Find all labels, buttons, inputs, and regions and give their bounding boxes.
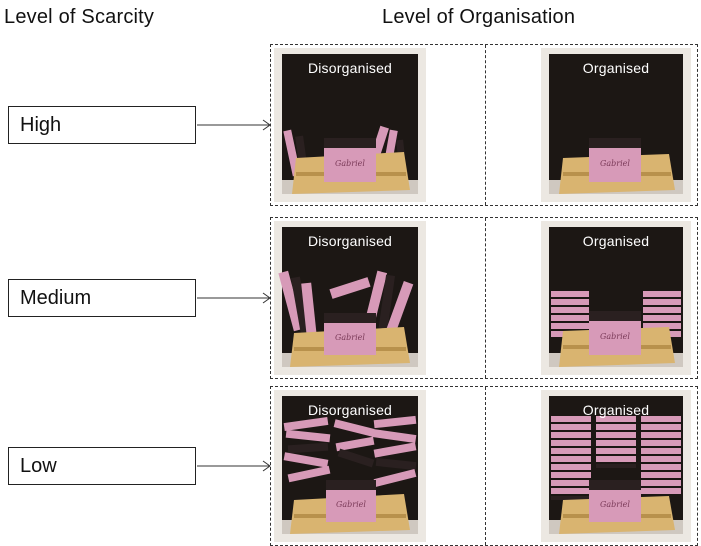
condition-label: Disorganised bbox=[307, 402, 393, 418]
level-box-low: Low bbox=[8, 447, 196, 485]
group-frame-medium bbox=[270, 217, 698, 379]
condition-label: Disorganised bbox=[307, 60, 393, 76]
svg-text:Gabriel: Gabriel bbox=[600, 159, 630, 168]
shelf-photo-high-organised: Gabriel Organised bbox=[541, 48, 691, 202]
svg-text:Gabriel: Gabriel bbox=[335, 159, 365, 168]
condition-label: Organised bbox=[582, 233, 650, 249]
group-divider bbox=[485, 387, 486, 545]
svg-text:Gabriel: Gabriel bbox=[600, 332, 630, 341]
shelf-photo-high-disorganised: Gabriel Disorganised bbox=[274, 48, 426, 202]
condition-label: Organised bbox=[582, 402, 650, 418]
svg-text:Gabriel: Gabriel bbox=[336, 500, 366, 509]
arrow-high bbox=[197, 119, 271, 131]
level-box-medium: Medium bbox=[8, 279, 196, 317]
condition-label: Disorganised bbox=[307, 233, 393, 249]
organisation-header: Level of Organisation bbox=[382, 6, 576, 28]
level-box-high: High bbox=[8, 106, 196, 144]
svg-text:Gabriel: Gabriel bbox=[335, 333, 365, 342]
shelf-photo-low-organised: Gabriel Organised bbox=[541, 390, 691, 542]
group-frame-high bbox=[270, 44, 698, 206]
arrow-medium bbox=[197, 292, 271, 304]
svg-text:Gabriel: Gabriel bbox=[600, 500, 630, 509]
shelf-photo-medium-disorganised: Gabriel Disorganised bbox=[274, 221, 426, 375]
shelf-photo-low-disorganised: Gabriel Disorganised bbox=[274, 390, 426, 542]
group-divider bbox=[485, 218, 486, 378]
group-divider bbox=[485, 45, 486, 205]
scarcity-header: Level of Scarcity bbox=[4, 6, 155, 28]
arrow-low bbox=[197, 460, 271, 472]
condition-label: Organised bbox=[582, 60, 650, 76]
shelf-photo-medium-organised: Gabriel Organised bbox=[541, 221, 691, 375]
